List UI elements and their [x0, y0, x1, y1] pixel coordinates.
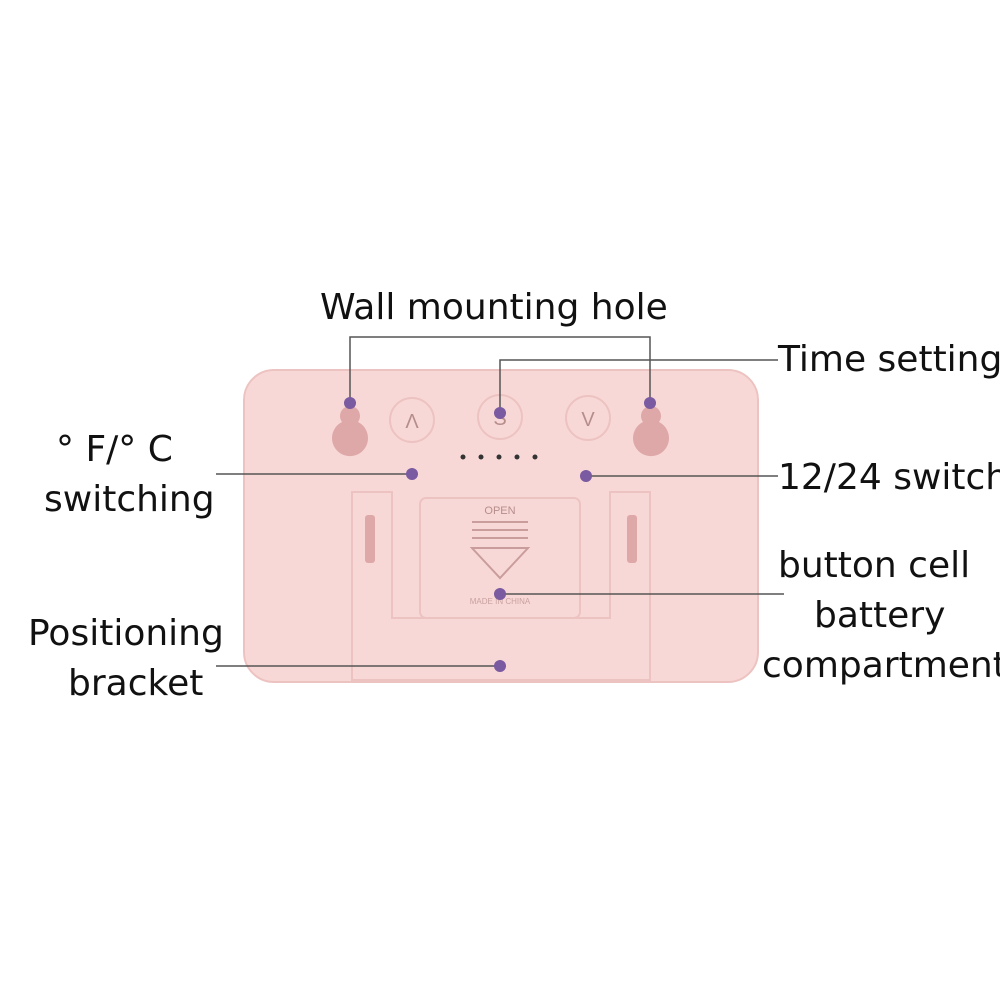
battery-open-arrow-icon	[469, 547, 531, 580]
label-bracket-line2: bracket	[68, 663, 204, 704]
battery-small-text: MADE IN CHINA	[470, 597, 531, 606]
indicator-dot	[514, 454, 520, 460]
callout-dot	[494, 407, 506, 419]
label-temp-switch-line1: ° F/° C	[56, 429, 173, 470]
bracket-slot-right	[627, 515, 637, 563]
leader-wall-hole	[349, 336, 651, 403]
callout-dot	[580, 470, 592, 482]
mounting-hole-left	[332, 405, 368, 457]
label-battery-line2: battery	[814, 595, 946, 636]
label-battery-line1: button cell	[778, 545, 971, 586]
leader-lines	[216, 336, 784, 667]
up-button[interactable]: Λ	[389, 397, 435, 443]
mounting-hole-right	[632, 406, 669, 457]
leader-time-setting	[499, 359, 778, 413]
indicator-dot	[532, 454, 538, 460]
callout-dot	[406, 468, 418, 480]
callout-dots	[344, 397, 656, 672]
callout-dot	[644, 397, 656, 409]
down-button[interactable]: V	[565, 395, 611, 441]
battery-open-ridges	[472, 521, 528, 539]
battery-open-text: OPEN	[484, 505, 515, 517]
callout-dot	[494, 660, 506, 672]
indicator-dot	[460, 454, 466, 460]
label-battery-line3: compartment	[762, 645, 1000, 686]
indicator-dots	[460, 454, 538, 460]
down-button-glyph: V	[581, 409, 595, 431]
battery-cover[interactable]	[419, 497, 581, 619]
positioning-bracket	[351, 491, 651, 681]
label-wall-mounting-hole: Wall mounting hole	[320, 287, 668, 328]
callout-dot	[344, 397, 356, 409]
label-hour-switch: 12/24 switch	[778, 457, 1000, 498]
up-button-glyph: Λ	[405, 411, 419, 433]
callout-dot	[494, 588, 506, 600]
label-time-setting: Time setting	[778, 339, 1000, 380]
label-bracket-line1: Positioning	[28, 613, 224, 654]
label-temp-switch-line2: switching	[44, 479, 215, 520]
bracket-slot-left	[365, 515, 375, 563]
indicator-dot	[478, 454, 484, 460]
indicator-dot	[496, 454, 502, 460]
